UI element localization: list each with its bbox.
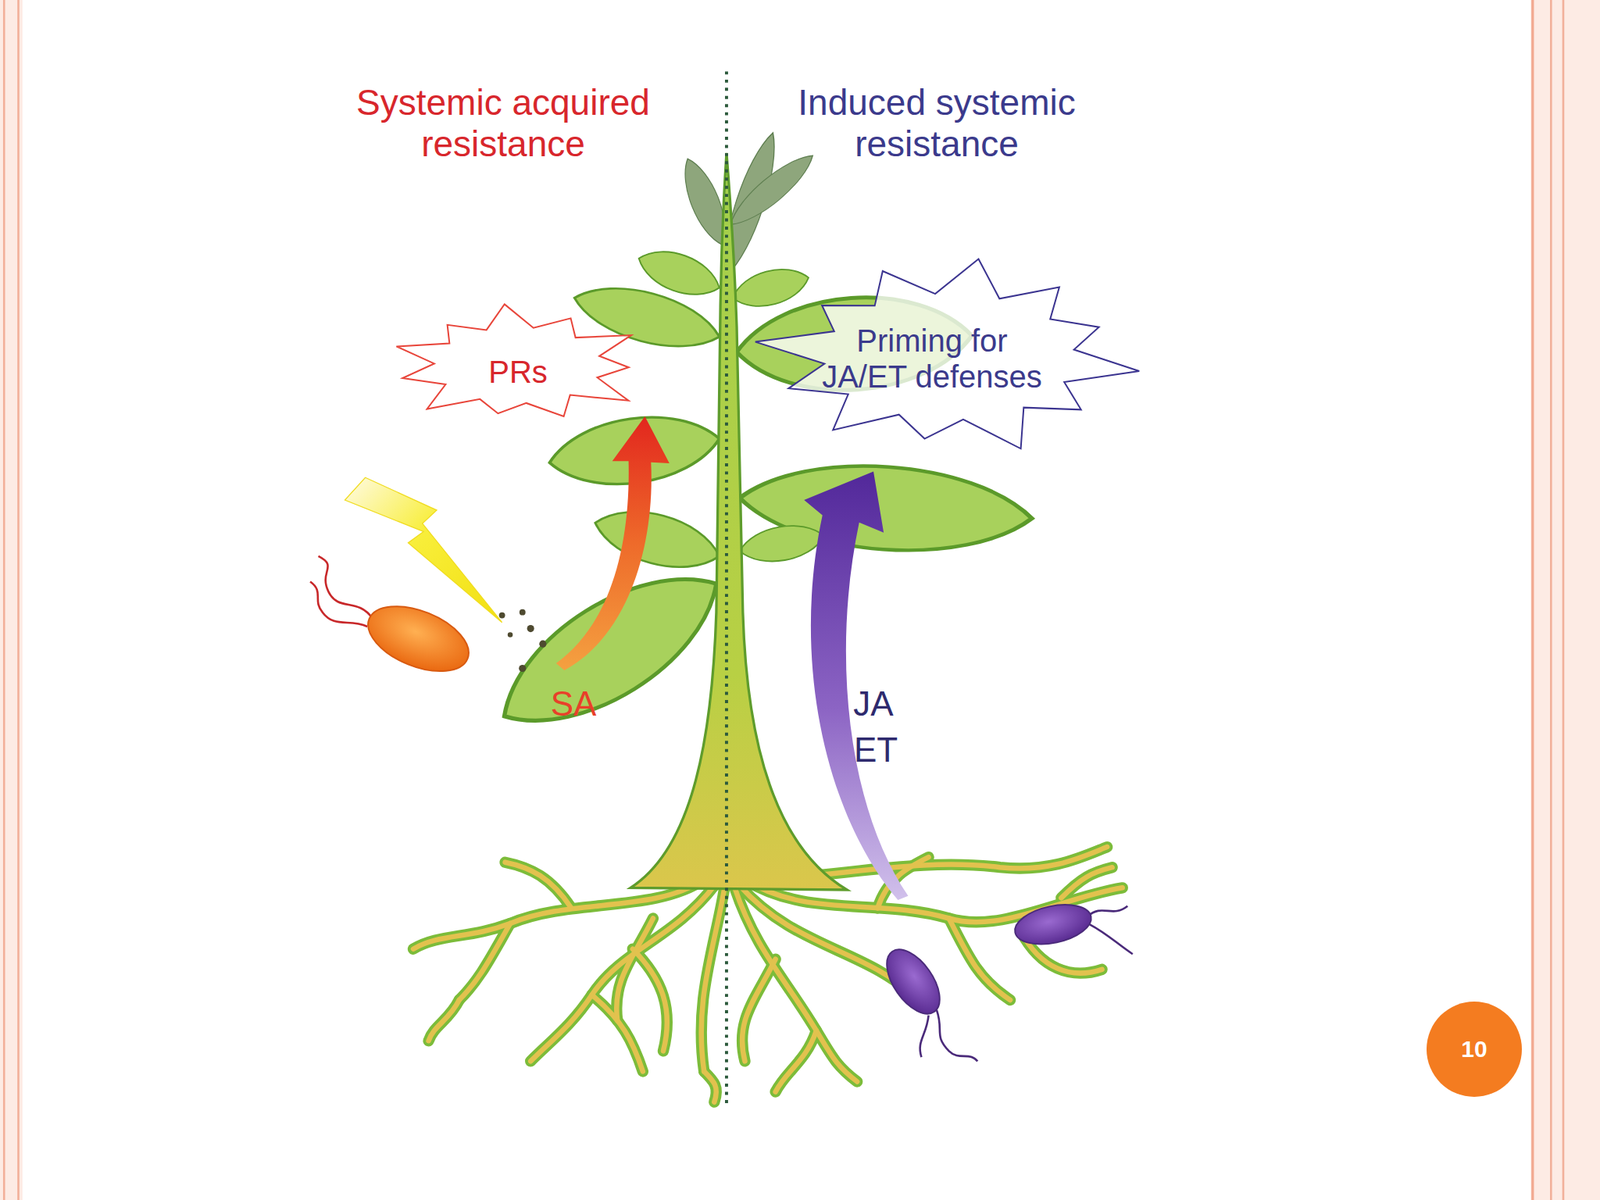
border-line (1531, 0, 1534, 1200)
flagellum (920, 1015, 929, 1058)
beneficial-bacteria (876, 898, 1133, 1061)
starburst-callout: PRs (382, 303, 654, 427)
pathogen-bacterium (310, 556, 479, 685)
flagellum (936, 1010, 978, 1061)
lesion (519, 609, 526, 616)
node-text: 10 (1431, 1035, 1518, 1064)
bacterium-body (876, 940, 951, 1024)
border-line (1562, 0, 1565, 1200)
infected-leaf (479, 544, 741, 755)
starburst-callout: Priming for JA/ET defenses (753, 257, 1146, 456)
bacterium-body (358, 592, 478, 684)
sa-signal-arrow (556, 416, 670, 671)
node-text: Priming for JA/ET defenses (815, 322, 1049, 395)
slide-border (1530, 0, 1600, 1200)
section-title: Systemic acquired resistance (323, 82, 683, 165)
node-text-area: PRs (382, 310, 654, 433)
lightning-bolt (344, 477, 502, 622)
ja-et-signal-arrow (803, 471, 908, 900)
lesion (499, 612, 506, 619)
flagellum (1089, 924, 1133, 954)
node-text-area: Priming for JA/ET defenses (735, 259, 1129, 458)
slide-number: 10 (1426, 1001, 1522, 1097)
leaf (736, 519, 828, 568)
signal-label: ET (853, 730, 898, 771)
border-line (1550, 0, 1553, 1200)
signal-label: SA (550, 684, 597, 725)
flagellum (310, 581, 368, 626)
signal-label: JA (853, 684, 893, 725)
shoot-leaves (675, 128, 821, 281)
lesion-dots (499, 609, 547, 672)
flagellum (1087, 906, 1128, 917)
node-text: PRs (400, 353, 636, 390)
leaf (722, 146, 821, 234)
border-line (3, 0, 6, 1200)
leaf (589, 499, 726, 580)
divider-line (725, 71, 729, 1104)
lesion (518, 664, 526, 672)
stem (630, 153, 847, 890)
lesion (527, 625, 535, 633)
flagellum (318, 556, 373, 619)
lesion (539, 640, 547, 648)
lesion (507, 632, 514, 638)
border-line (17, 0, 20, 1200)
node-text-area: 10 (1426, 1001, 1522, 1097)
bacterium-body (1010, 898, 1095, 951)
slide-border (0, 0, 23, 1200)
starburst-shape (755, 258, 1140, 449)
section-title: Induced systemic resistance (757, 82, 1117, 165)
